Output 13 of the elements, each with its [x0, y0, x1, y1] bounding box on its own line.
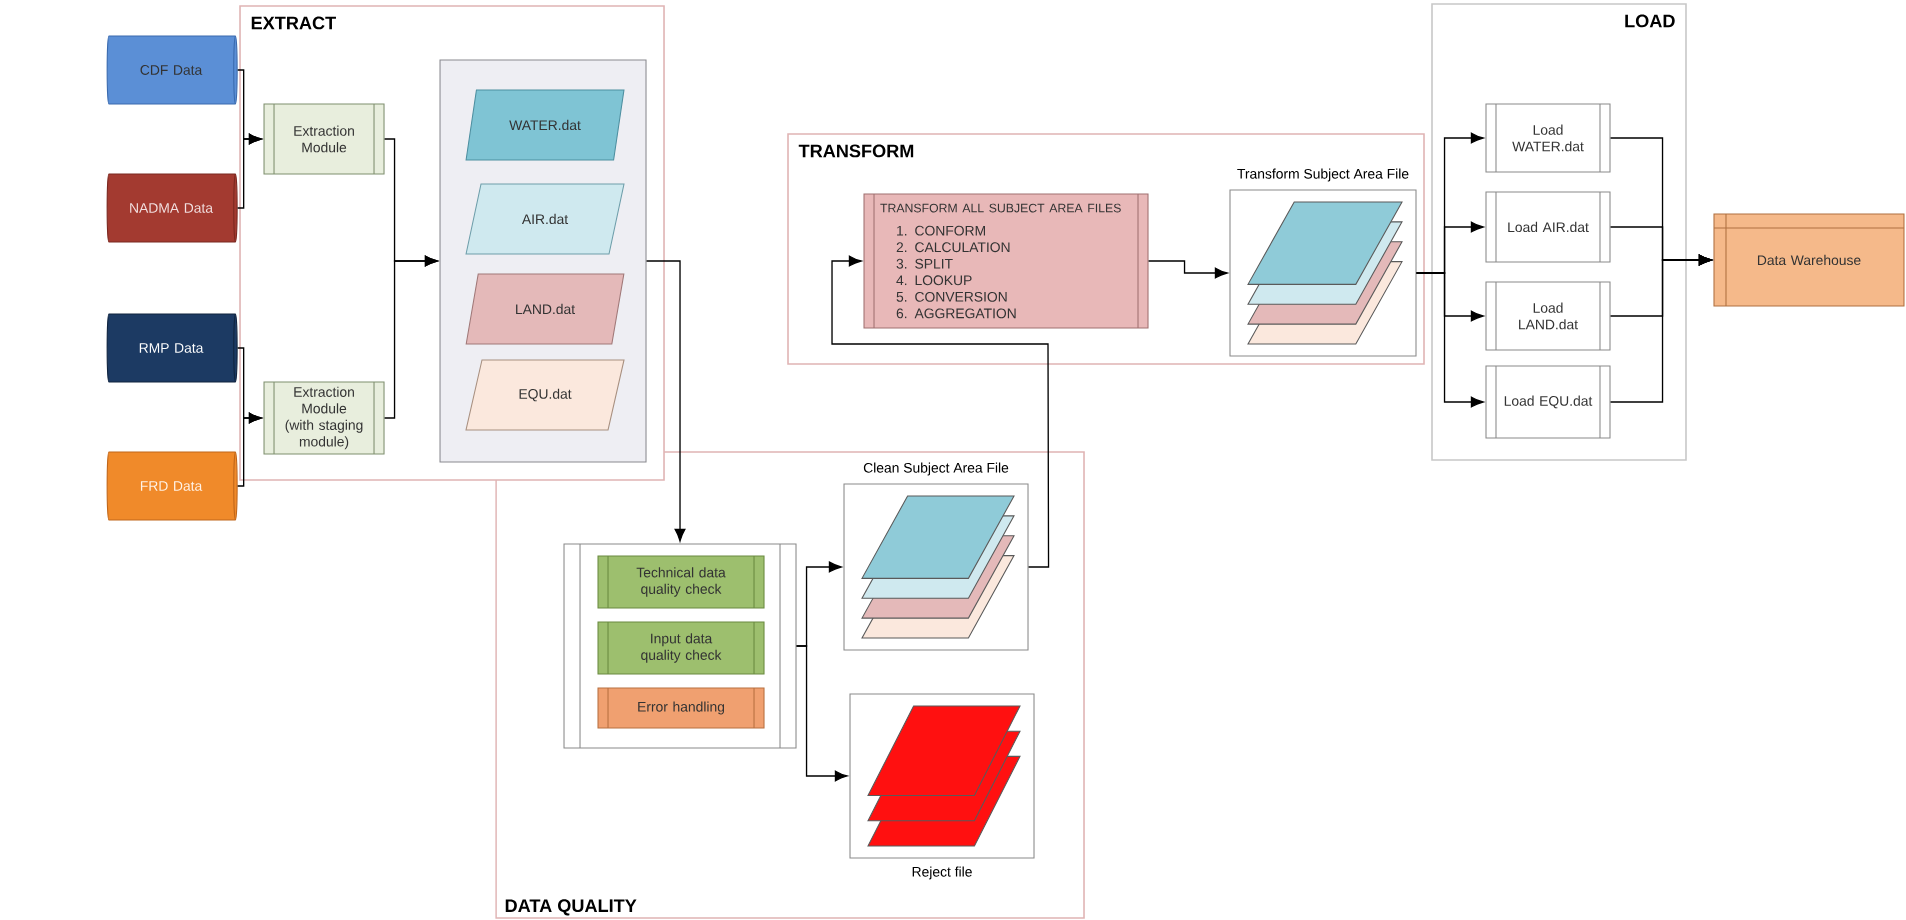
- panel-heading: LOAD: [1625, 14, 1675, 28]
- arrow: [1147, 260, 1228, 279]
- arrow: [795, 645, 848, 782]
- panel-heading: DATA QUALITY: [505, 899, 637, 916]
- arrow: [1415, 272, 1484, 408]
- arrow: [237, 412, 262, 487]
- arrow: [383, 255, 438, 419]
- arrow: [237, 133, 262, 209]
- arrow: [645, 260, 686, 542]
- panel-heading: EXTRACT: [251, 16, 336, 30]
- arrow: [831, 255, 1050, 568]
- panel-heading: TRANSFORM: [798, 144, 914, 158]
- arrow: [1609, 254, 1712, 403]
